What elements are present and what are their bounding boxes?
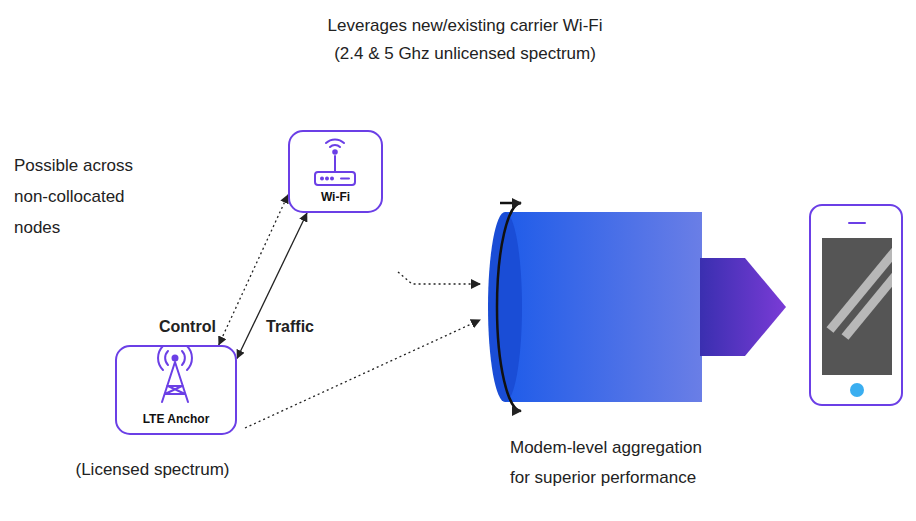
- phone-icon: [810, 205, 902, 405]
- modem-cylinder: [488, 203, 786, 411]
- node-label: Wi-Fi: [321, 190, 350, 204]
- wifi-node: Wi-Fi: [288, 130, 383, 213]
- edge-label: Control: [157, 318, 218, 336]
- node-label-row: LTE Anchor: [117, 412, 235, 426]
- spectrum-note: (Licensed spectrum): [40, 458, 265, 482]
- lte-anchor-node: LTE Anchor: [115, 345, 237, 435]
- aggregation-arrow: [398, 272, 480, 284]
- heading-text: Leverages new/existing carrier Wi-Fi: [10, 14, 916, 38]
- tower-icon: [158, 346, 192, 402]
- router-icon: [315, 139, 355, 185]
- traffic-connector: [237, 213, 307, 359]
- node-label: LTE Anchor: [143, 412, 210, 426]
- node-label-row: Wi-Fi: [290, 190, 381, 204]
- edge-label: Traffic: [264, 318, 316, 336]
- subheading-text: (2.4 & 5 Ghz unlicensed spectrum): [10, 42, 916, 66]
- caption-text: Modem-level aggregation for superior per…: [510, 433, 715, 493]
- note-text: Possible across non-collocated nodes: [14, 150, 144, 243]
- aggregation-arrow: [245, 320, 480, 428]
